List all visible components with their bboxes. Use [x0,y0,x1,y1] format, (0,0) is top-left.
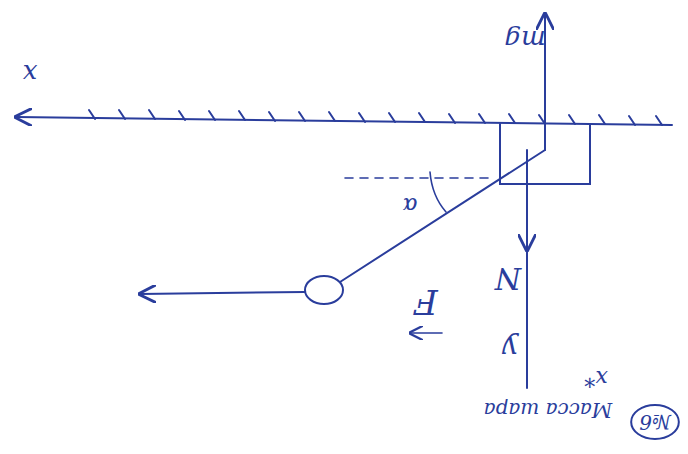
axis-label: y [502,334,518,362]
force-label: N [495,263,521,293]
ball [305,276,343,304]
angle-label: α [403,194,418,216]
circle-outline [631,405,679,439]
dashed-reference [345,177,495,179]
axis-label: x [23,61,38,87]
note-text: Масса шара [484,400,613,420]
force-label: F [414,285,438,319]
n-vector [526,150,528,250]
problem-number-circle: №6 [630,404,680,440]
ceiling-hatching [89,110,662,125]
vector-sign [410,332,442,334]
angle-arc [430,172,446,212]
note-text: x* [584,367,607,389]
y-axis [526,250,528,388]
force-label: mg [504,27,545,53]
force-vector [140,292,305,294]
problem-number: №6 [639,412,671,432]
